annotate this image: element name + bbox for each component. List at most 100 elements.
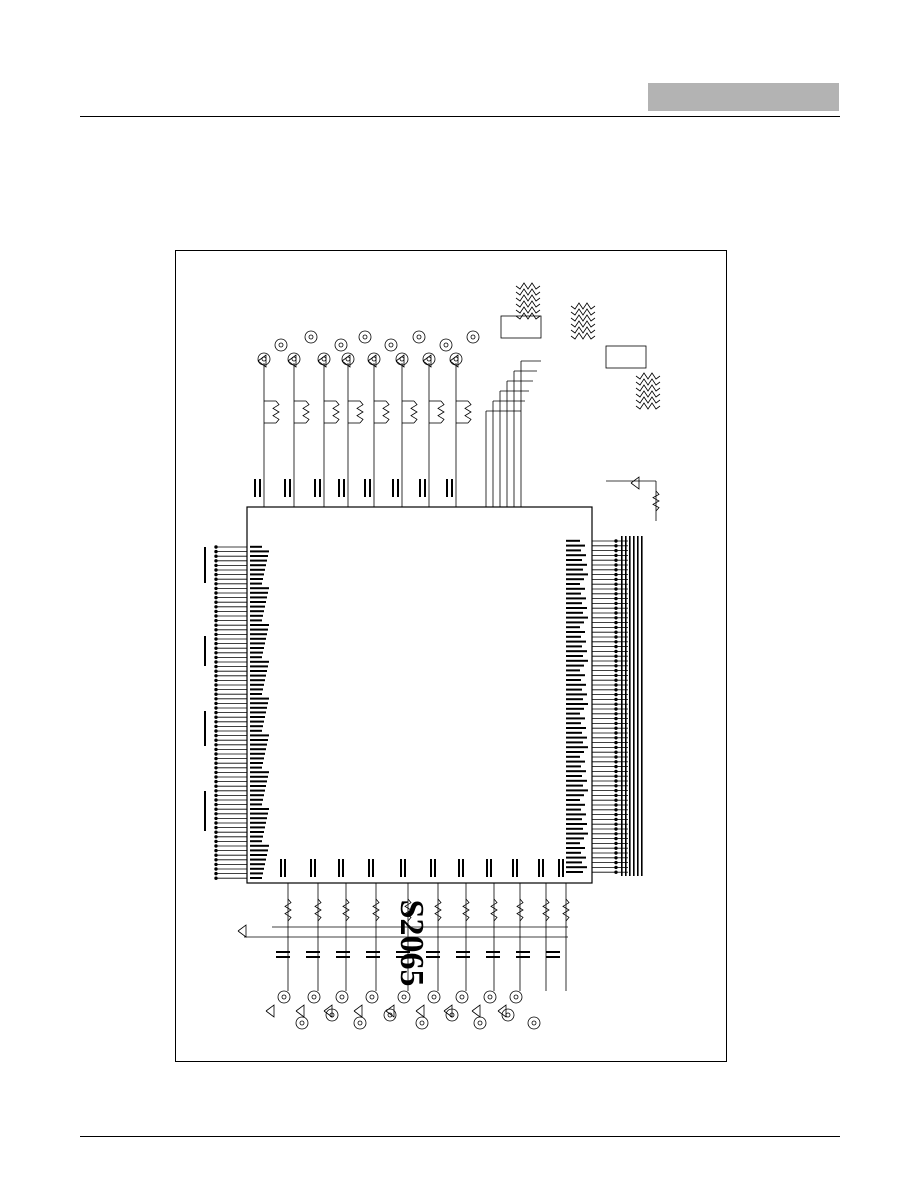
pin-label-mark: [250, 794, 264, 797]
pin-label-mark: [250, 844, 269, 847]
pin-label-mark: [566, 755, 580, 758]
pin-dot: [214, 738, 218, 742]
sma-connector-icon: [487, 994, 493, 1000]
pin-label-mark: [250, 821, 266, 824]
sma-connector-icon: [449, 352, 463, 366]
pin-dot: [214, 715, 218, 719]
pin-label-mark: [566, 559, 582, 561]
cap-symbol: [336, 956, 350, 958]
pin-label-mark: [343, 479, 345, 497]
pin-label-mark: [566, 722, 581, 725]
pin-label-mark: [250, 720, 264, 723]
pin-label-mark: [566, 578, 584, 581]
sma-connector-icon: [466, 330, 480, 344]
pin-label-mark: [250, 559, 267, 562]
resistor-symbol: [404, 898, 412, 922]
sma-connector-icon: [304, 330, 318, 344]
pin-label-mark: [566, 568, 583, 571]
pin-label-mark: [566, 669, 580, 672]
bus-label-mark: [204, 791, 206, 831]
pin-label-mark: [250, 596, 267, 599]
pin-label-mark: [566, 655, 583, 657]
pin-dot: [214, 683, 218, 687]
pin-label-mark: [250, 564, 266, 567]
resistor-symbol: [570, 302, 596, 310]
pin-label-mark: [250, 863, 265, 866]
pin-dot: [214, 720, 218, 724]
resistor-symbol: [464, 400, 472, 424]
pin-label-mark: [566, 650, 587, 653]
pin-label-mark: [566, 789, 588, 792]
pin-dot: [214, 614, 218, 618]
pin-dot: [214, 867, 218, 871]
pin-label-mark: [451, 479, 453, 497]
ground-symbol: [367, 354, 377, 368]
sma-connector-icon: [397, 990, 411, 1004]
pin-dot: [214, 821, 218, 825]
ground-symbol: [287, 354, 297, 368]
sma-connector-icon: [401, 994, 407, 1000]
cap-symbol: [306, 956, 320, 958]
pin-label-mark: [566, 736, 587, 739]
bus-label-mark: [204, 711, 206, 746]
sma-connector-icon: [278, 342, 284, 348]
pin-dot: [214, 793, 218, 798]
pin-label-mark: [566, 688, 582, 691]
pin-label-mark: [566, 784, 583, 787]
cap-symbol: [426, 956, 440, 958]
bus-label-mark: [204, 636, 206, 666]
resistor-symbol: [434, 898, 442, 922]
ground-symbol: [449, 354, 459, 368]
sma-connector-icon: [459, 994, 465, 1000]
pin-label-mark: [250, 702, 268, 705]
pin-label-mark: [250, 798, 263, 801]
pin-label-mark: [250, 729, 262, 732]
pin-dot: [214, 770, 218, 775]
pin-label-mark: [397, 479, 399, 497]
pin-label-mark: [319, 479, 321, 497]
pin-label-mark: [566, 837, 584, 840]
pin-dot: [214, 577, 218, 581]
sma-connector-icon: [384, 338, 398, 352]
cap-symbol: [486, 951, 500, 953]
resistor-symbol: [372, 898, 380, 922]
resistor-symbol: [652, 490, 660, 512]
pin-label-mark: [566, 703, 588, 705]
resistor-symbol: [515, 306, 541, 314]
pin-label-mark: [566, 607, 587, 609]
cap-symbol: [426, 951, 440, 953]
pin-label-mark: [566, 851, 581, 854]
bus-line: [637, 536, 639, 876]
sma-connector-icon: [338, 342, 344, 348]
sma-connector-icon: [311, 994, 317, 1000]
pin-label-mark: [566, 645, 582, 648]
pin-label-mark: [566, 765, 581, 768]
pin-label-mark: [250, 665, 268, 668]
pin-dot: [214, 766, 218, 770]
pin-dot: [214, 710, 218, 715]
pin-dot: [214, 729, 218, 733]
pin-label-mark: [250, 775, 268, 778]
sma-connector-icon: [473, 1016, 487, 1030]
pin-label-mark: [259, 479, 261, 497]
pin-label-mark: [250, 835, 263, 838]
pin-dot: [214, 839, 218, 844]
resistor-symbol: [570, 314, 596, 322]
pin-label-mark: [566, 818, 582, 821]
pin-dot: [214, 747, 218, 752]
sma-connector-icon: [412, 330, 426, 344]
sma-connector-icon: [455, 990, 469, 1004]
pin-dot: [214, 830, 218, 834]
pin-label-mark: [250, 683, 264, 686]
pin-label-mark: [566, 866, 587, 869]
pin-label-mark: [566, 621, 584, 624]
cap-symbol: [306, 951, 320, 953]
pin-label-mark: [369, 479, 371, 497]
pin-dot: [214, 798, 218, 802]
pin-dot: [214, 743, 218, 747]
pin-label-mark: [250, 693, 262, 695]
pin-dot: [214, 706, 218, 710]
cap-symbol: [516, 956, 530, 958]
resistor-symbol: [515, 294, 541, 302]
sma-connector-icon: [470, 334, 476, 340]
